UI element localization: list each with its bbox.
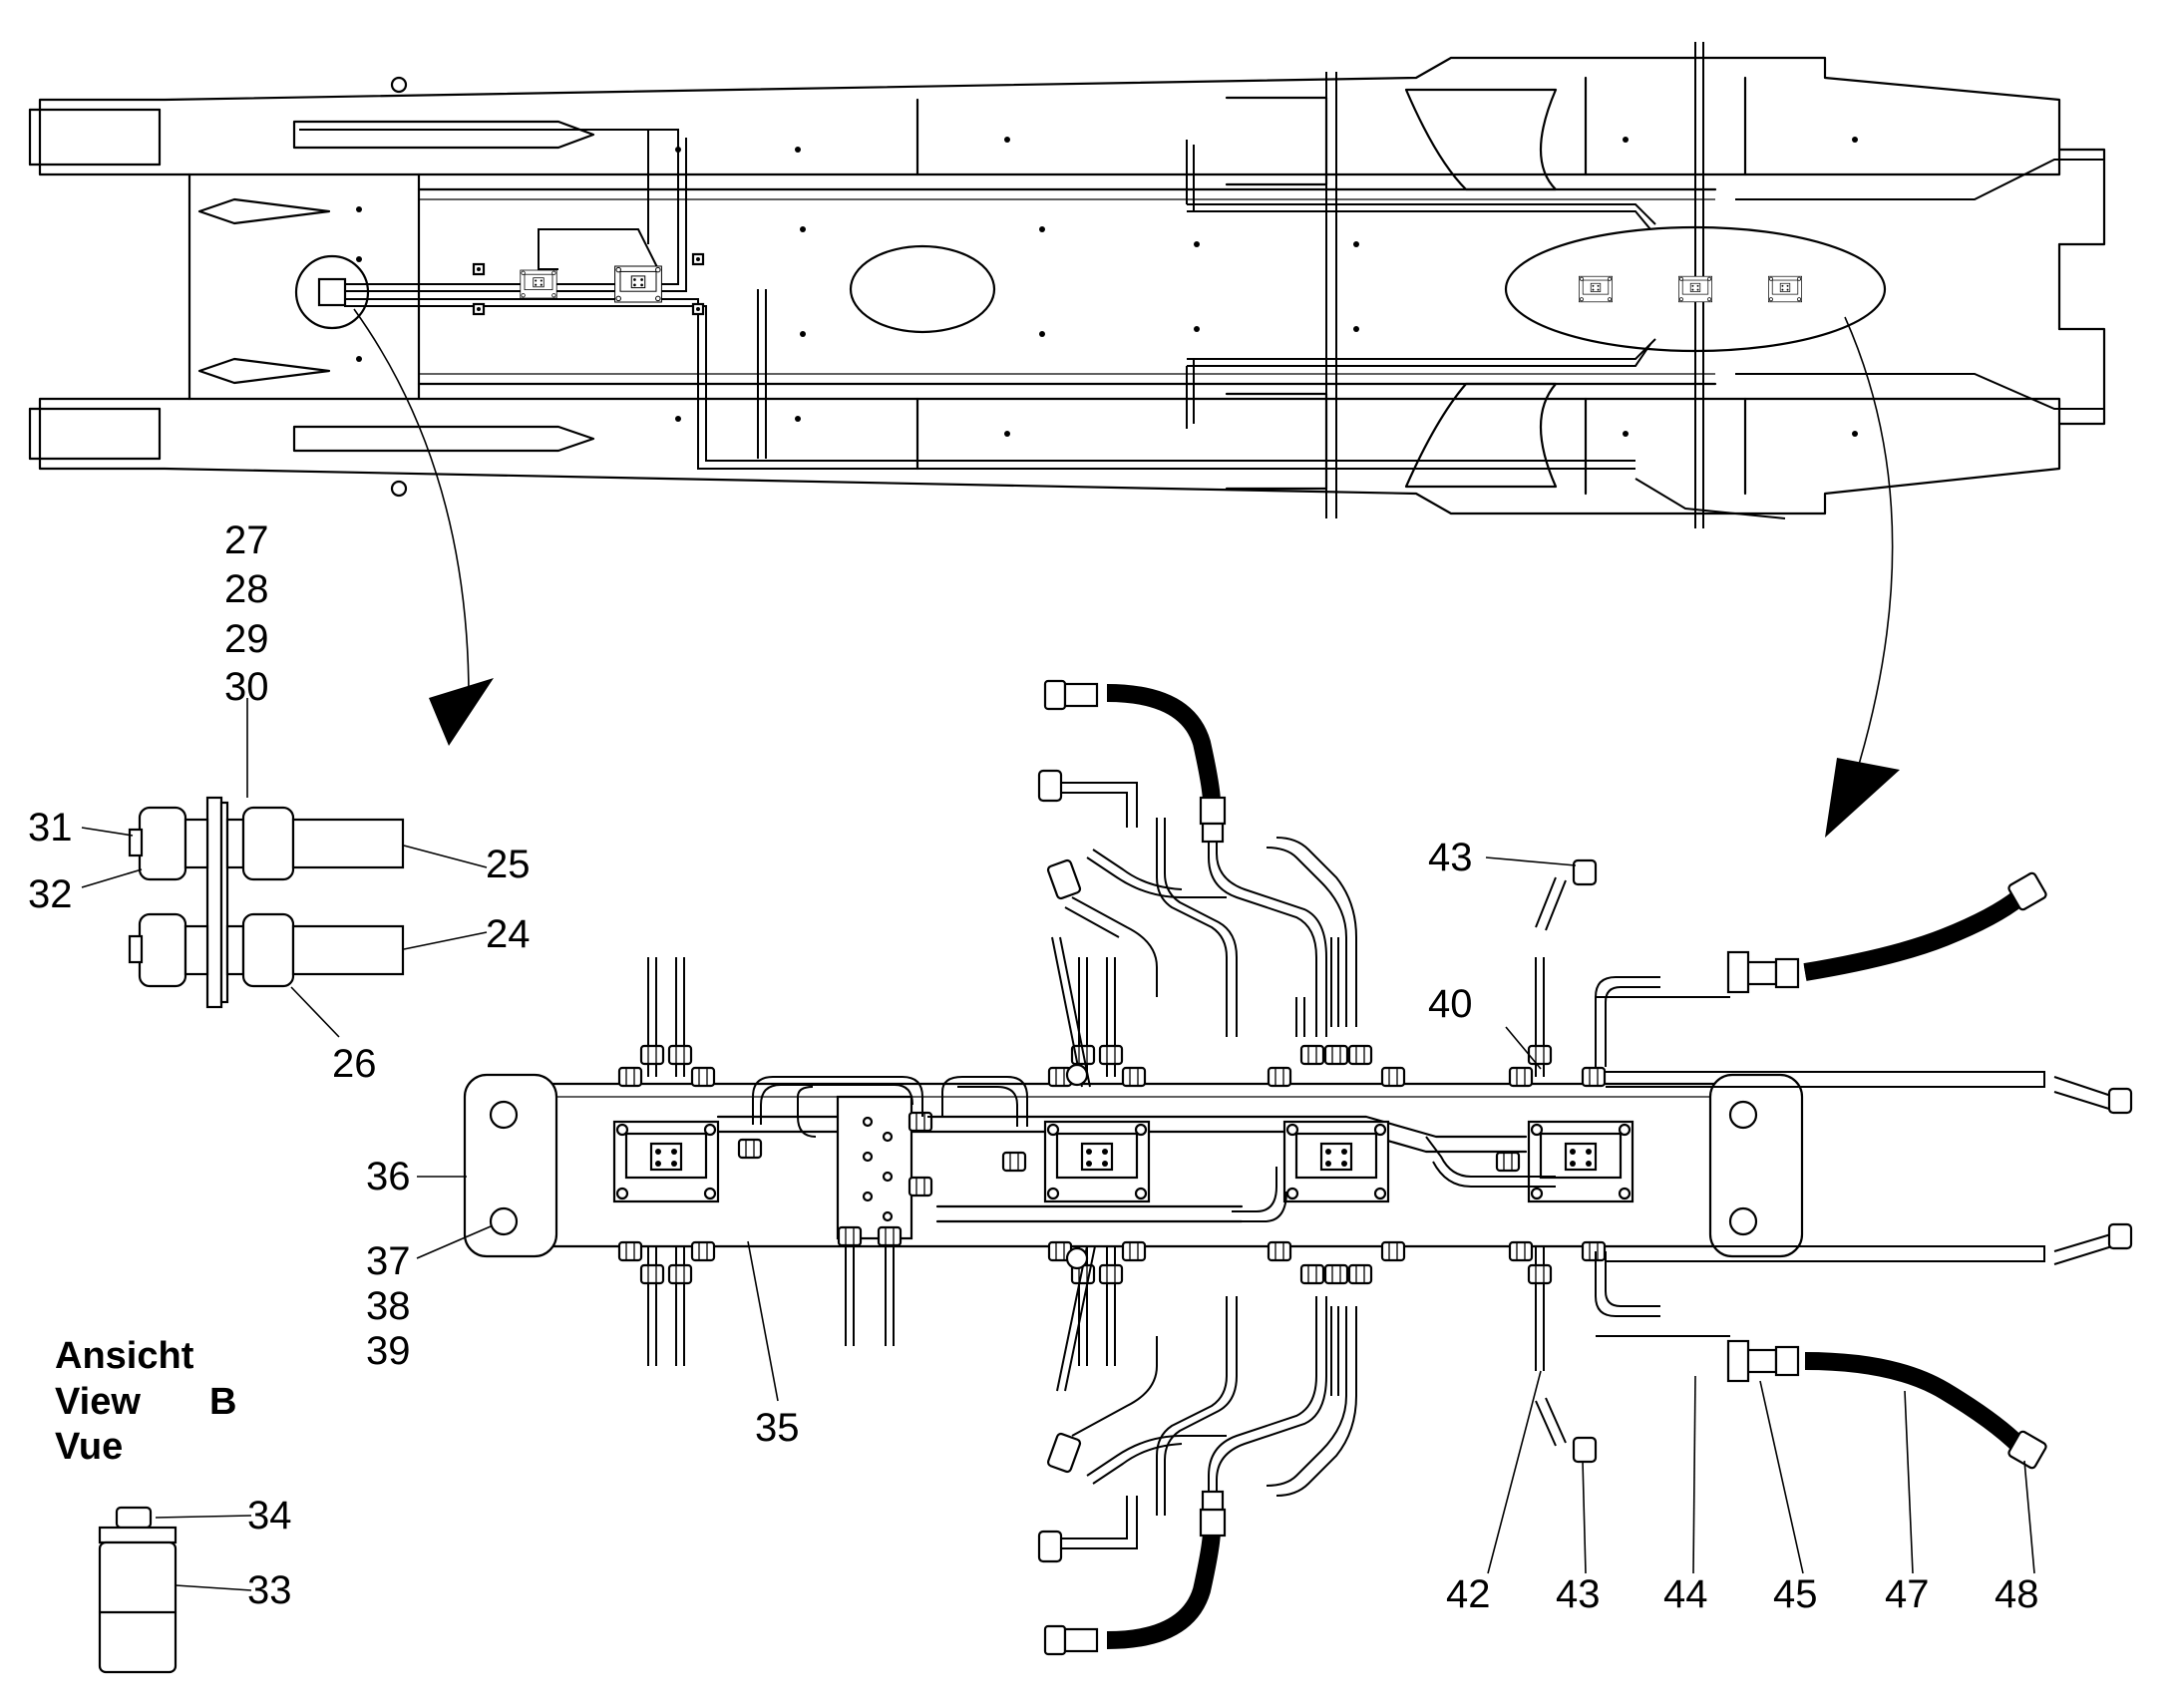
callout-38: 38 (366, 1284, 411, 1328)
callout-43-bottom: 43 (1556, 1572, 1601, 1616)
callout-34: 34 (247, 1494, 292, 1537)
hose-top-centre (1043, 679, 1227, 844)
view-label-letter: B (209, 1381, 236, 1423)
callout-25: 25 (486, 843, 531, 886)
hose-right-upper (1738, 871, 2047, 989)
callout-31: 31 (28, 806, 73, 850)
hose-right-lower (1738, 1345, 2047, 1470)
callout-32: 32 (28, 872, 73, 916)
callout-47: 47 (1885, 1572, 1930, 1616)
sensor-part-detail (98, 1506, 178, 1674)
callout-29: 29 (224, 617, 269, 661)
callout-35: 35 (755, 1406, 800, 1450)
callout-27: 27 (224, 518, 269, 562)
hose-bottom-centre (1043, 1490, 1227, 1656)
callout-labels: 27 28 29 30 31 32 25 24 26 43 40 36 37 3… (28, 518, 2039, 1616)
leader-lines (81, 698, 2035, 1591)
callout-36: 36 (366, 1155, 411, 1198)
view-label-line2: View (55, 1381, 141, 1423)
callout-43-top: 43 (1428, 836, 1473, 879)
boom-frame-top-view (28, 42, 2106, 838)
callout-33: 33 (247, 1568, 292, 1612)
valve-manifold-view-b (463, 679, 2133, 1656)
view-label-line1: Ansicht (55, 1335, 194, 1377)
callout-37: 37 (366, 1239, 411, 1283)
callout-28: 28 (224, 567, 269, 611)
callout-48: 48 (1995, 1572, 2039, 1616)
view-label-line3: Vue (55, 1426, 123, 1468)
bulkhead-fitting-detail (128, 796, 405, 1009)
view-label: Ansicht View B Vue (55, 1335, 236, 1468)
callout-44: 44 (1663, 1572, 1708, 1616)
callout-42: 42 (1446, 1572, 1491, 1616)
callout-40: 40 (1428, 982, 1473, 1026)
callout-30: 30 (224, 665, 269, 709)
callout-24: 24 (486, 912, 531, 956)
callout-45: 45 (1773, 1572, 1818, 1616)
callout-26: 26 (332, 1042, 377, 1086)
callout-39: 39 (366, 1329, 411, 1373)
